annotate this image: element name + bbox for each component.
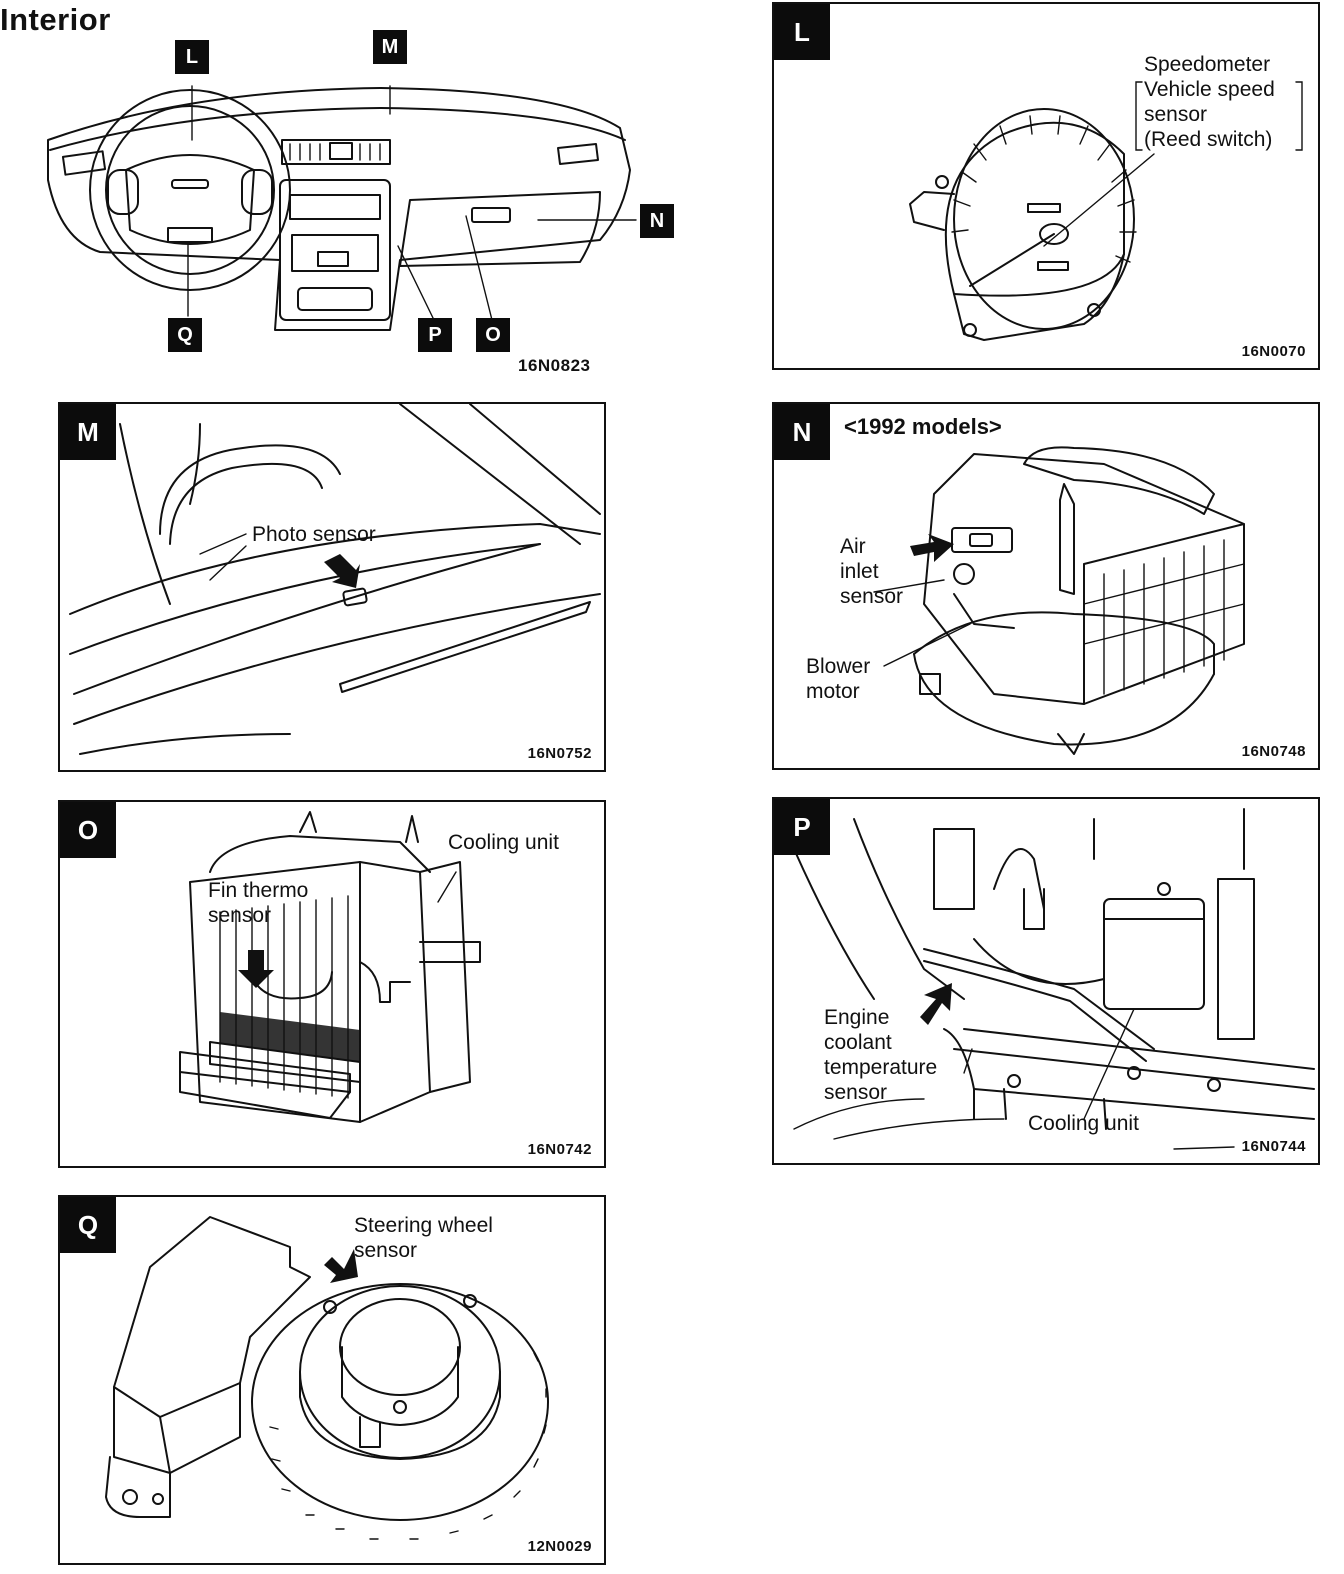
cooling-unit-drawing <box>179 811 481 1123</box>
overview-tag-n[interactable]: N <box>640 204 674 238</box>
overview-tag-q[interactable]: Q <box>168 318 202 352</box>
speedometer-label-line1: Speedometer <box>1144 53 1271 76</box>
fin-thermo-label-line2: sensor <box>208 904 272 927</box>
panel-l-tag: L <box>774 4 830 60</box>
engine-coolant-label-line2: coolant <box>824 1031 892 1054</box>
panel-p-engine-coolant: P Engine coolant temperature sensor Cool… <box>772 797 1320 1165</box>
air-inlet-label-line2: inlet <box>840 560 879 583</box>
cooling-unit-label: Cooling unit <box>448 831 559 854</box>
panel-l-figure-code: 16N0070 <box>1241 343 1306 360</box>
speedometer-label-line2: Vehicle speed <box>1144 78 1275 101</box>
panel-m-tag: M <box>60 404 116 460</box>
overview-diagram: L M N Q P O 16N0823 <box>40 30 680 380</box>
dashboard-drawing <box>47 85 637 331</box>
panel-o-fin-thermo: O Cooling unit Fin thermo sensor 16N0742 <box>58 800 606 1168</box>
engine-bay-drawing <box>793 808 1315 1150</box>
engine-coolant-label-line3: temperature <box>824 1056 938 1079</box>
blower-unit-drawing <box>873 446 1245 755</box>
panel-q-tag: Q <box>60 1197 116 1253</box>
speedometer-label-line3: sensor <box>1144 103 1208 126</box>
panel-o-tag: O <box>60 802 116 858</box>
photo-sensor-drawing <box>69 404 601 755</box>
steering-sensor-drawing <box>105 1216 549 1540</box>
model-year-heading: <1992 models> <box>844 414 1002 439</box>
panel-n-figure-code: 16N0748 <box>1241 743 1306 760</box>
panel-n-tag: N <box>774 404 830 460</box>
air-inlet-label-line3: sensor <box>840 585 904 608</box>
overview-tag-p[interactable]: P <box>418 318 452 352</box>
blower-motor-label-line2: motor <box>806 680 860 703</box>
speedometer-drawing <box>909 81 1303 341</box>
overview-tag-m[interactable]: M <box>373 30 407 64</box>
panel-l-speedometer: L Speedometer Vehicle speed sensor (Reed… <box>772 2 1320 370</box>
panel-p-tag: P <box>774 799 830 855</box>
overview-tag-l[interactable]: L <box>175 40 209 74</box>
panel-q-figure-code: 12N0029 <box>527 1538 592 1555</box>
steering-sensor-label-line1: Steering wheel <box>354 1214 493 1237</box>
engine-coolant-label-line4: sensor <box>824 1081 888 1104</box>
panel-n-air-inlet: N <1992 models> Air inlet sensor Blower … <box>772 402 1320 770</box>
panel-o-figure-code: 16N0742 <box>527 1141 592 1158</box>
blower-motor-label-line1: Blower <box>806 655 871 678</box>
cooling-unit-label-p: Cooling unit <box>1028 1112 1139 1135</box>
panel-m-figure-code: 16N0752 <box>527 745 592 762</box>
overview-figure-code: 16N0823 <box>518 356 591 375</box>
overview-tag-o[interactable]: O <box>476 318 510 352</box>
panel-q-steering-sensor: Q Steering wheel sensor 12N0029 <box>58 1195 606 1565</box>
engine-coolant-label-line1: Engine <box>824 1006 890 1029</box>
fin-thermo-label-line1: Fin thermo <box>208 879 309 902</box>
panel-m-photo-sensor: M Photo sensor 16N0752 <box>58 402 606 772</box>
steering-sensor-label-line2: sensor <box>354 1239 418 1262</box>
page-title: Interior <box>0 2 111 37</box>
photo-sensor-label: Photo sensor <box>252 523 376 546</box>
speedometer-label-line4: (Reed switch) <box>1144 128 1273 151</box>
panel-p-figure-code: 16N0744 <box>1241 1138 1306 1155</box>
air-inlet-label-line1: Air <box>840 535 866 558</box>
